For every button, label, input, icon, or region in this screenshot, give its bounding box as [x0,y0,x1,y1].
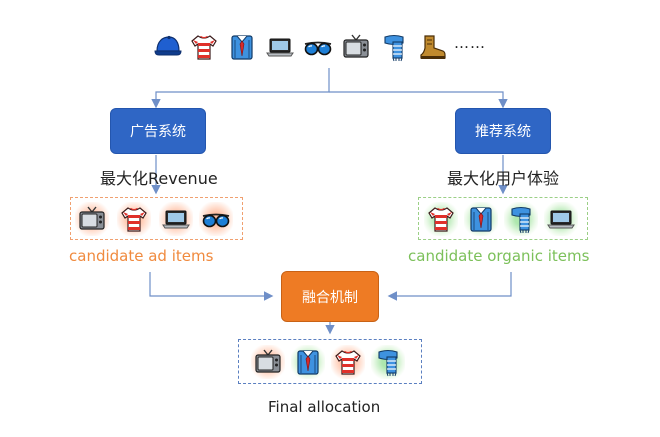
arrow-organic-to-fusion [387,272,512,301]
arrow-ad-to-fusion [149,272,274,301]
dress-shirt-icon [227,32,257,62]
sunglasses-icon [201,204,231,234]
cap-icon [153,32,183,62]
ellipsis: …… [454,34,486,52]
final-items-box [238,339,422,384]
rec-system-label: 推荐系统 [475,124,531,140]
sunglasses-icon [303,32,333,62]
dress-shirt-icon [466,204,496,234]
scarf-icon [373,347,403,377]
striped-shirt-icon [189,32,219,62]
fusion-label: 融合机制 [302,289,358,306]
organic-items-box [418,197,588,240]
scarf-icon [379,32,409,62]
ad-items-caption: candidate ad items [69,247,214,265]
dress-shirt-icon [293,347,323,377]
striped-shirt-icon [333,347,363,377]
laptop-icon [546,204,576,234]
laptop-icon [265,32,295,62]
rec-objective: 最大化用户体验 [447,169,560,188]
striped-shirt-icon [426,204,456,234]
tv-icon [253,347,283,377]
scarf-icon [506,204,536,234]
ad-system-label: 广告系统 [130,124,186,140]
arrow-to-ad-system [151,68,330,109]
boot-icon [417,32,447,62]
striped-shirt-icon [119,204,149,234]
fusion-box: 融合机制 [281,271,379,322]
arrow-to-rec-system [329,91,508,109]
ad-items-box [70,197,243,240]
ad-system-box: 广告系统 [110,108,206,154]
tv-icon [341,32,371,62]
laptop-icon [161,204,191,234]
organic-items-caption: candidate organic items [408,247,590,265]
ad-objective: 最大化Revenue [100,169,218,188]
tv-icon [77,204,107,234]
final-caption: Final allocation [268,398,381,416]
rec-system-box: 推荐系统 [455,108,551,154]
